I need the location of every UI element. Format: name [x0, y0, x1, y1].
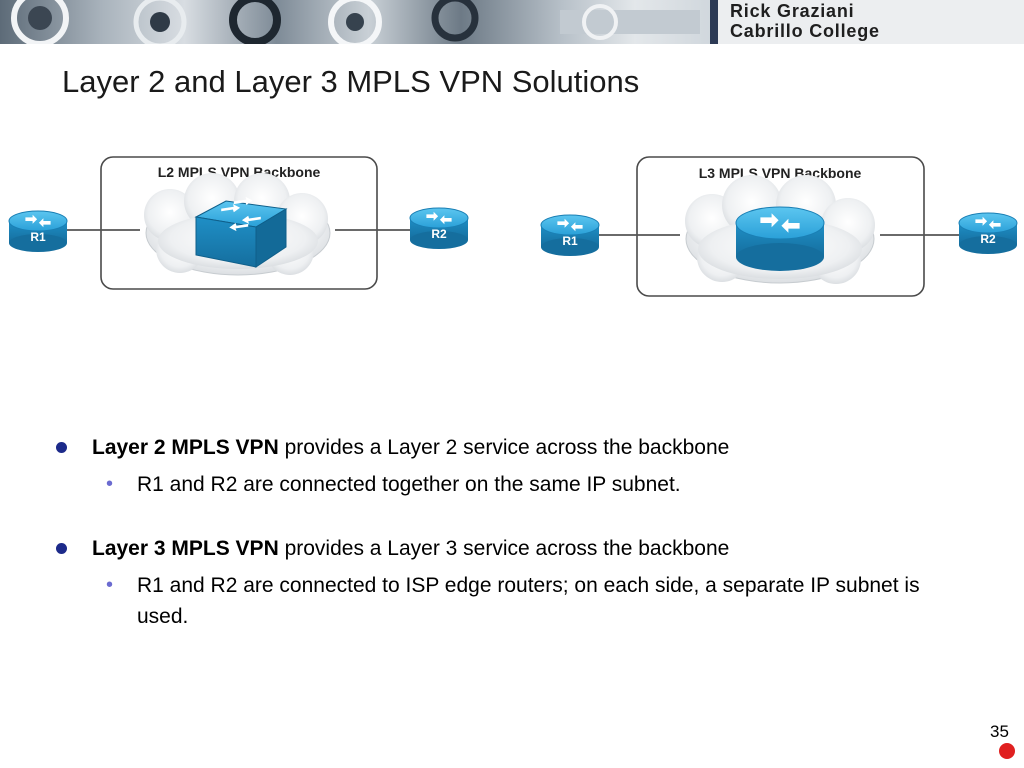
- page-number: 35: [990, 722, 1009, 741]
- l2-r1-label: R1: [30, 230, 46, 244]
- banner-title-panel: Rick Graziani Cabrillo College: [710, 0, 1024, 44]
- l2-router-r1-icon: R1: [8, 210, 68, 252]
- bullet-dot-icon: [56, 543, 67, 554]
- header-banner: Rick Graziani Cabrillo College: [0, 0, 1024, 44]
- sub-bullet-dot-icon: •: [106, 574, 114, 596]
- l3-backbone-label: L3 MPLS VPN Backbone: [699, 165, 862, 181]
- l2-backbone-label: L2 MPLS VPN Backbone: [158, 164, 321, 180]
- l3-r1-label: R1: [562, 234, 578, 248]
- bullet-item: Layer 2 MPLS VPN provides a Layer 2 serv…: [54, 432, 974, 463]
- bullet-bold-term: Layer 3 MPLS VPN: [92, 537, 279, 560]
- mpls-diagrams: L2 MPLS VPN Backbone: [8, 156, 1018, 297]
- bullet-text: provides a Layer 3 service across the ba…: [278, 537, 730, 560]
- l2-core-switch-icon: [194, 196, 288, 268]
- bullet-list: Layer 2 MPLS VPN provides a Layer 2 serv…: [54, 432, 974, 632]
- sub-bullet-dot-icon: •: [106, 473, 114, 495]
- l3-router-r2-icon: R2: [958, 212, 1018, 254]
- sub-bullet-item: • R1 and R2 are connected to ISP edge ro…: [54, 570, 974, 632]
- bullet-text: provides a Layer 2 service across the ba…: [278, 436, 730, 459]
- bullet-dot-icon: [56, 442, 67, 453]
- banner-photo-strip: [11, 0, 700, 44]
- bullet-item: Layer 3 MPLS VPN provides a Layer 3 serv…: [54, 533, 974, 564]
- l2-backbone-diagram: L2 MPLS VPN Backbone: [8, 156, 469, 290]
- sub-bullet-item: • R1 and R2 are connected together on th…: [54, 469, 974, 500]
- institution-name: Cabrillo College: [730, 21, 880, 41]
- sub-bullet-text: R1 and R2 are connected to ISP edge rout…: [137, 574, 920, 628]
- l2-router-r2-icon: R2: [409, 207, 469, 249]
- red-dot-icon: [999, 743, 1015, 759]
- slide-title: Layer 2 and Layer 3 MPLS VPN Solutions: [62, 64, 640, 99]
- author-name: Rick Graziani: [730, 1, 855, 21]
- sub-bullet-text: R1 and R2 are connected together on the …: [137, 473, 681, 496]
- l3-router-r1-icon: R1: [540, 214, 600, 256]
- bullet-bold-term: Layer 2 MPLS VPN: [92, 436, 279, 459]
- l3-core-router-icon: [735, 206, 825, 271]
- l3-r2-label: R2: [980, 232, 996, 246]
- l2-r2-label: R2: [431, 227, 447, 241]
- l3-backbone-diagram: L3 MPLS VPN Backbone R1: [540, 156, 1018, 297]
